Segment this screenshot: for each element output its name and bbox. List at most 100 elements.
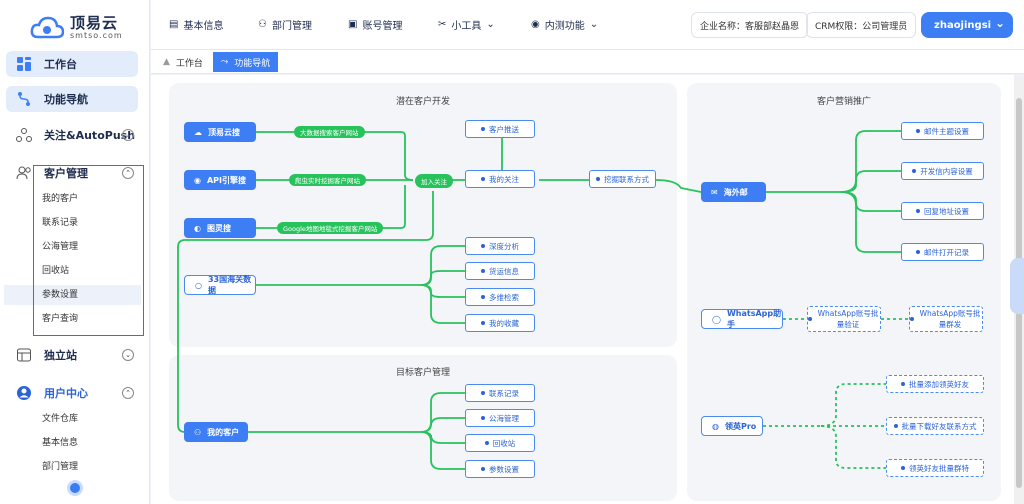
source-label: 图灵搜 [206,223,231,233]
node-favorites[interactable]: 我的收藏 [465,314,535,332]
tab-label: 工作台 [175,58,203,69]
user-circle-icon [17,386,31,400]
brand-name: 顶易云 [70,14,119,32]
source-linkedin-pro[interactable]: ◍领英Pro [701,416,763,436]
bullet-dot [912,169,917,173]
bullet-dot [481,177,485,181]
sidebar-subitem-file-store[interactable]: 文件仓库 [42,414,79,424]
node-deep-analysis[interactable]: 深度分析 [465,237,535,255]
sidebar-item-func-nav[interactable]: 功能导航 [6,86,138,112]
node-params[interactable]: 参数设置 [465,460,535,478]
sidebar-subitem-basic-info[interactable]: 基本信息 [42,438,79,448]
search-icon: ○ [195,280,202,290]
company-name-badge: 企业名称：客服部赵晶恩 [691,12,809,38]
sidebar-item-label: 用户中心 [44,387,88,400]
side-expand-handle[interactable] [1010,258,1024,314]
node-li-download-contacts[interactable]: 批量下载好友联系方式 [886,417,984,435]
tab-bar: ▲ 工作台 ⤳功能导航 [151,50,1024,74]
menu-label: 小工具 [451,21,482,32]
menu-label: 内测功能 [544,21,585,32]
api-icon: ◉ [194,175,201,185]
bullet-dot [481,416,485,420]
source-api-search[interactable]: ◉API引擎搜 [184,170,256,190]
sidebar-subitem-contact-log[interactable]: 联系记录 [42,218,79,228]
bullet-dot [484,441,489,445]
node-customer-push[interactable]: 客户推送 [465,120,535,138]
source-tag: 爬虫实时挖掘客户网站 [289,174,366,186]
top-menu-bar: ▤基本信息 ⚇部门管理 ▣账号管理 ✂小工具⌄ ◉内测功能⌄ 企业名称：客服部赵… [151,0,1024,50]
bullet-dot [910,317,914,321]
bullet-dot [481,467,485,471]
node-label: 客户推送 [489,124,519,134]
node-label: 开发信内容设置 [920,166,973,176]
node-mail-open-log[interactable]: 邮件打开记录 [901,243,984,261]
brand-logo[interactable]: 顶易云 smtso.com [30,10,140,46]
sidebar-item-standalone[interactable]: 独立站 ⌄ [6,343,138,367]
brand-text: 顶易云 smtso.com [70,15,123,41]
node-wa-broadcast[interactable]: WhatsApp账号批量群发 [909,306,983,332]
collapse-toggle[interactable] [67,480,83,496]
sidebar-subitem-my-customers[interactable]: 我的客户 [42,194,79,204]
node-shipping-info[interactable]: 货运信息 [465,262,535,280]
node-label: 深度分析 [489,241,519,251]
highlight-box [33,165,144,336]
node-li-group-message[interactable]: 领英好友批量群特 [886,459,984,477]
menu-beta[interactable]: ◉内测功能⌄ [531,17,598,32]
tab-workbench[interactable]: ▲ 工作台 [155,52,211,72]
node-wa-verify[interactable]: WhatsApp账号批量验证 [807,306,881,332]
source-tag: 大数据搜索客户网站 [294,126,365,138]
sidebar-subitem-recycle-bin[interactable]: 回收站 [42,266,70,276]
home-icon: ▲ [163,57,170,67]
node-reply-address[interactable]: 回复地址设置 [901,202,984,220]
route-icon [18,92,30,106]
people-icon: ⚇ [258,19,267,30]
node-label: 回复地址设置 [924,206,969,216]
sidebar-subitem-public-sea[interactable]: 公海管理 [42,242,79,252]
menu-dept[interactable]: ⚇部门管理 [258,17,312,32]
menu-basic-info[interactable]: ▤基本信息 [169,17,223,32]
sidebar-subitem-params[interactable]: 参数设置 [4,285,141,305]
sidebar-item-follow[interactable]: 关注&AutoPush ⌄ [6,123,138,147]
bullet-dot [481,295,485,299]
user-menu-button[interactable]: zhaojingsi ⌄ [921,12,1013,38]
mail-icon: ✉ [711,187,718,197]
node-label: 挖掘联系方式 [604,174,649,184]
sidebar-item-customer-mgmt[interactable]: 客户管理 ⌃ [6,161,138,185]
source-dingyi-search[interactable]: ☁顶易云搜 [184,122,256,142]
node-contact-log[interactable]: 联系记录 [465,384,535,402]
node-dig-contacts[interactable]: 挖掘联系方式 [589,170,656,188]
menu-tools[interactable]: ✂小工具⌄ [438,17,495,32]
node-my-follow[interactable]: 我的关注 [465,170,535,188]
sidebar-subitem-customer-query[interactable]: 客户查询 [42,314,79,324]
bullet-dot [916,209,920,213]
source-turing-search[interactable]: ◐图灵搜 [184,218,256,238]
tab-func-nav[interactable]: ⤳功能导航 [213,52,279,72]
menu-account[interactable]: ▣账号管理 [348,17,402,32]
node-li-add-friends[interactable]: 批量添加领英好友 [886,375,984,393]
sidebar-subitem-dept[interactable]: 部门管理 [42,462,79,472]
node-multi-search[interactable]: 多维检索 [465,288,535,306]
node-mail-content[interactable]: 开发信内容设置 [901,162,984,180]
sidebar-item-workbench[interactable]: 工作台 [6,51,138,77]
node-label: 参数设置 [489,464,519,474]
node-label: WhatsApp账号批量群发 [919,309,981,329]
menu-label: 基本信息 [183,21,224,32]
route-icon: ⤳ [221,57,229,67]
node-public-sea[interactable]: 公海管理 [465,409,535,427]
node-mail-subject[interactable]: 邮件主题设置 [901,122,984,140]
node-label: WhatsApp账号批量验证 [817,309,879,329]
node-recycle-bin[interactable]: 回收站 [465,434,535,452]
source-whatsapp[interactable]: ◯WhatsApp助手 [701,309,783,329]
chevron-down-icon: ⌄ [486,19,495,30]
bullet-dot [893,424,898,428]
source-tag: Google地图地毯式挖掘客户网站 [277,222,384,234]
bullet-dot [481,321,485,325]
source-customs-data[interactable]: ○33国海关数据 [184,275,256,295]
node-label: 货运信息 [489,266,519,276]
sidebar-item-user-center[interactable]: 用户中心 ⌃ [6,381,138,405]
panel-title-target-mgmt: 目标客户管理 [396,368,451,378]
sidebar-item-label: 功能导航 [44,93,88,106]
source-my-customers[interactable]: ⚇我的客户 [184,422,248,442]
sidebar: 顶易云 smtso.com 工作台 功能导航 关注&AutoPush ⌄ 客户管… [0,0,150,504]
source-overseas-mail[interactable]: ✉海外邮 [701,182,766,202]
